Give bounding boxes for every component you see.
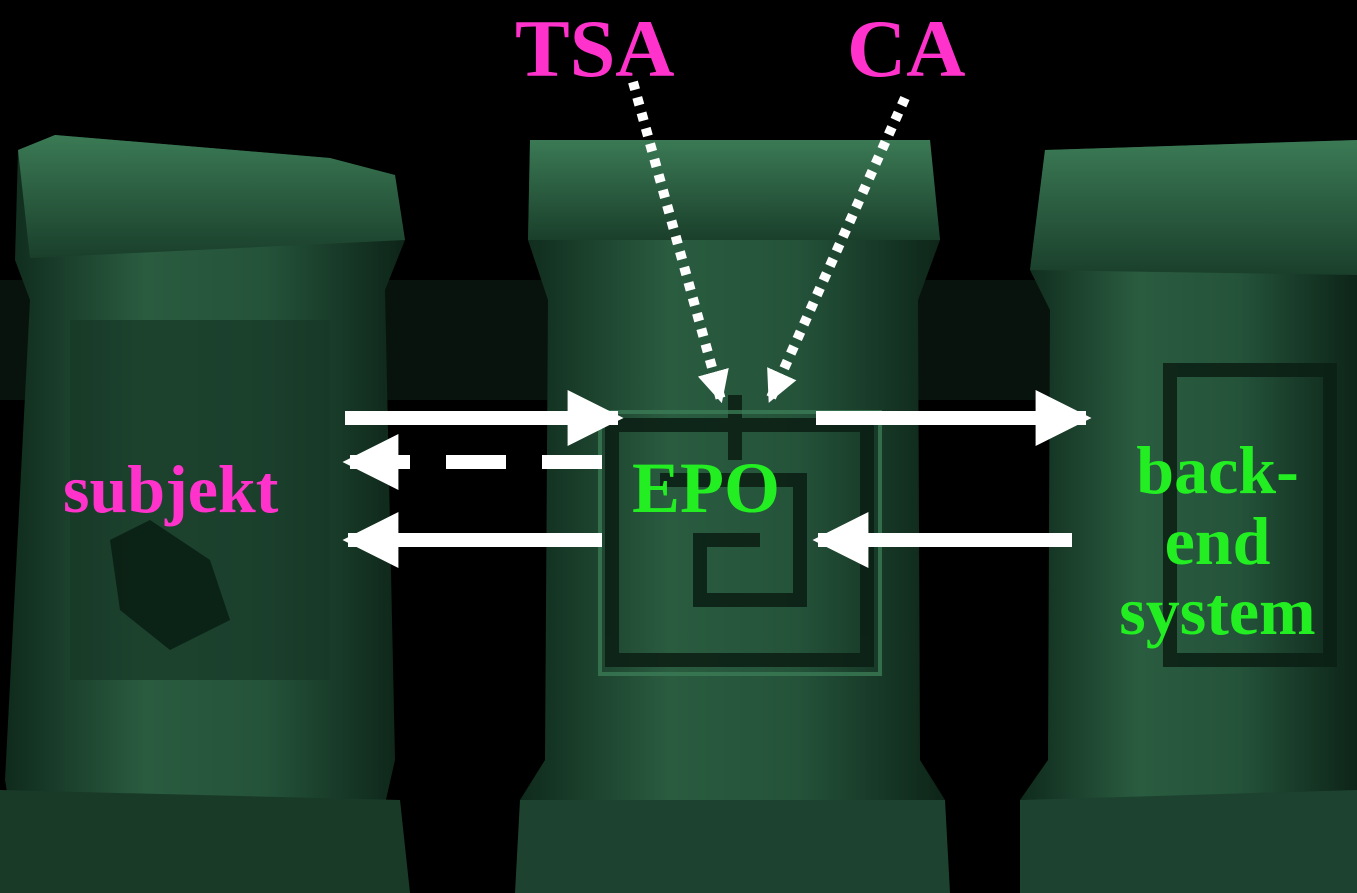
arrow-tsa-to-epo-dotted xyxy=(628,80,729,404)
label-epo: EPO xyxy=(632,448,781,528)
label-subjekt: subjekt xyxy=(63,451,279,527)
label-tsa: TSA xyxy=(515,3,675,94)
arrow-ca-to-epo-dotted xyxy=(765,95,910,403)
label-ca: CA xyxy=(847,3,966,94)
stone-pillar-left xyxy=(0,135,410,893)
label-backend-system: back- end system xyxy=(1078,435,1357,647)
stone-pillar-middle xyxy=(515,140,950,893)
label-backend-line-1: back- xyxy=(1136,432,1299,508)
label-backend-line-3: system xyxy=(1119,573,1316,650)
stone-pillar-right xyxy=(1020,140,1357,893)
label-backend-line-2: end xyxy=(1164,502,1271,579)
